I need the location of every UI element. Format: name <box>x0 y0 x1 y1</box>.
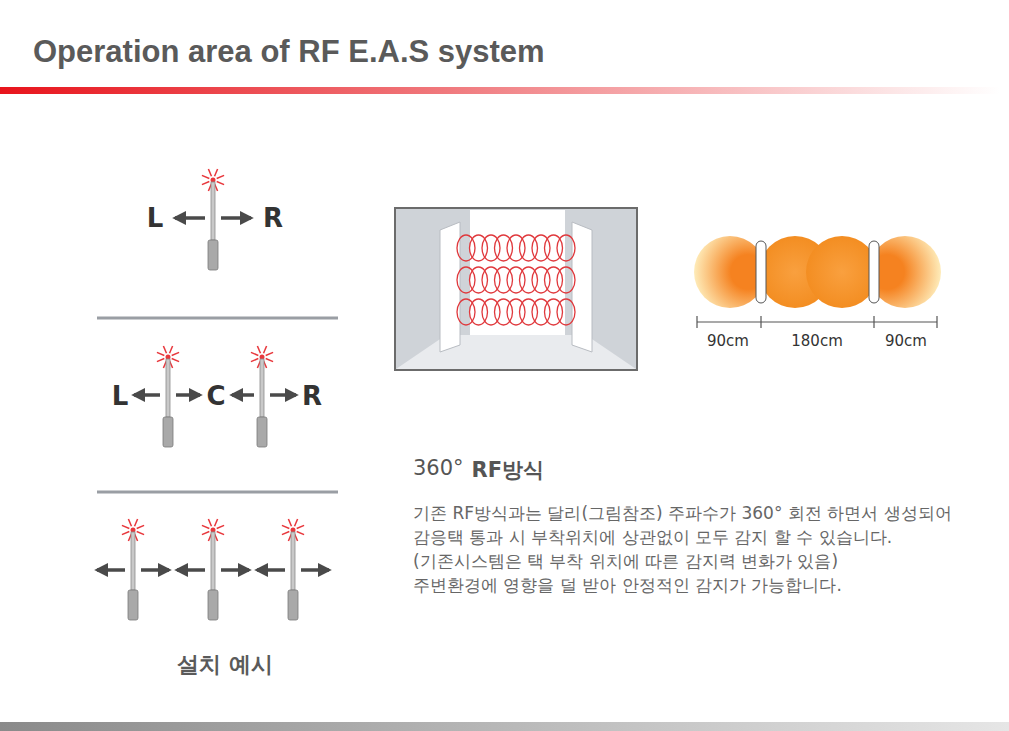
direction-letter: R <box>263 203 283 233</box>
footer-bar <box>0 722 1009 731</box>
direction-letter: L <box>147 203 164 233</box>
antenna-icon <box>175 169 251 270</box>
direction-letter: C <box>206 381 225 411</box>
heading-number: 360° <box>413 456 464 480</box>
page-title: Operation area of RF E.A.S system <box>33 34 545 70</box>
antenna-icon <box>232 346 296 447</box>
separator <box>97 317 338 320</box>
direction-letter: L <box>112 381 129 411</box>
separator <box>97 491 338 494</box>
antenna-icon <box>177 519 249 620</box>
dimension-label: 90cm <box>885 332 927 350</box>
body-paragraph: 주변환경에 영향을 덜 받아 안정적인 감지가 가능합니다. <box>413 573 1003 597</box>
detection-zones <box>694 236 941 328</box>
dimension-label: 90cm <box>707 332 749 350</box>
body-paragraph: 기존 RF방식과는 달리(그림참조) 주파수가 360° 회전 하면서 생성되어… <box>413 501 988 573</box>
title-rule <box>0 87 1000 94</box>
dimension-label: 180cm <box>791 332 843 350</box>
antenna-icons <box>97 169 329 620</box>
antenna-icon <box>97 519 169 620</box>
caption-label: 설치 예시 <box>177 650 273 680</box>
direction-letter: R <box>302 381 322 411</box>
heading-text: RF방식 <box>472 456 545 484</box>
antenna-icon <box>134 346 200 447</box>
gate-illustration <box>395 208 637 370</box>
antenna-icon <box>257 519 329 620</box>
